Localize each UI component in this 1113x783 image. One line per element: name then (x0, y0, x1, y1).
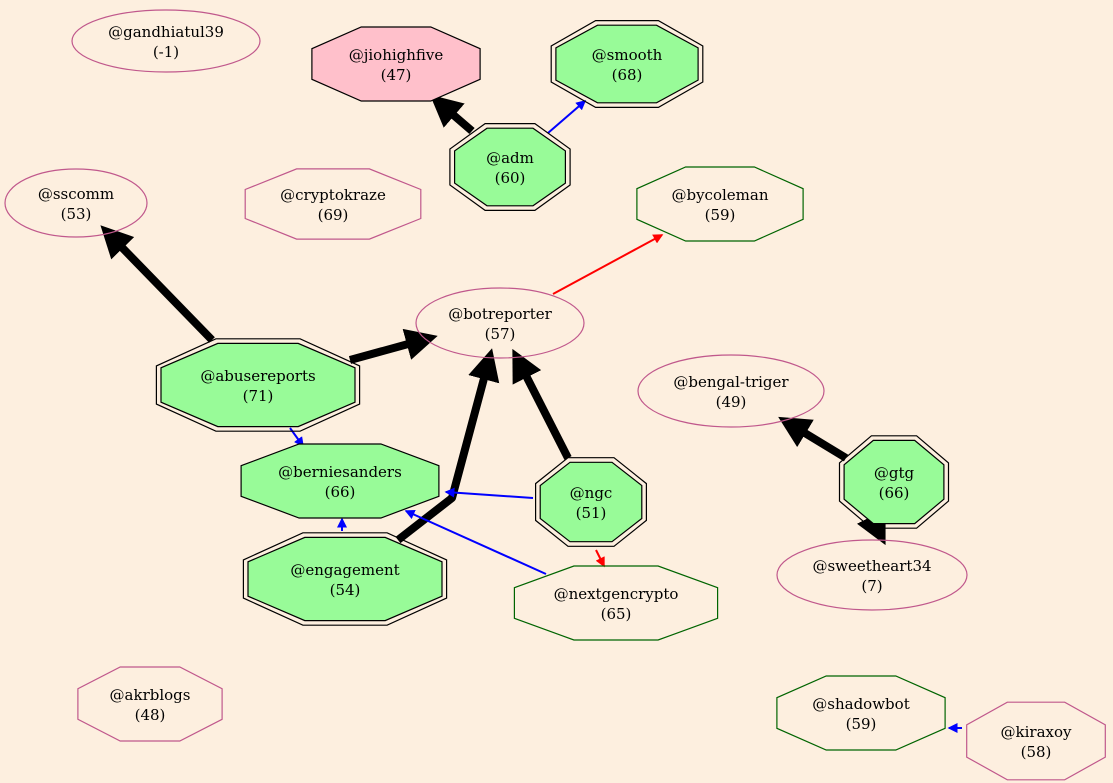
edge-botreporter-to-bycoleman (552, 234, 664, 295)
node-shape (454, 127, 567, 207)
node-sweetheart34[interactable]: @sweetheart34 (7) (776, 539, 968, 611)
node-score: (68) (612, 66, 643, 84)
node-score: (54) (330, 581, 361, 599)
node-score: (59) (846, 715, 877, 733)
edge-abusereports-to-botreporter (348, 328, 438, 364)
node-name: @kiraxoy (1001, 723, 1072, 741)
node-botreporter[interactable]: @botreporter (57) (415, 287, 585, 359)
node-outer-border (550, 20, 704, 109)
edge-engagement-to-botreporter (395, 348, 500, 544)
node-bycoleman[interactable]: @bycoleman (59) (636, 166, 804, 242)
node-abusereports[interactable]: @abusereports (71) (155, 338, 361, 432)
node-shape (636, 166, 804, 242)
node-name: @engagement (290, 561, 399, 579)
node-score: (-1) (153, 43, 179, 61)
node-nextgencrypto[interactable]: @nextgencrypto (65) (513, 565, 719, 641)
node-score: (49) (716, 393, 747, 411)
node-outer-border (242, 532, 448, 626)
node-cryptokraze[interactable]: @cryptokraze (69) (244, 168, 422, 240)
node-kiraxoy[interactable]: @kiraxoy (58) (966, 701, 1106, 781)
node-name: @sweetheart34 (812, 557, 931, 575)
node-name: @berniesanders (278, 463, 402, 481)
node-akrblogs[interactable]: @akrblogs (48) (77, 666, 223, 742)
node-name: @adm (486, 149, 534, 167)
edge-adm-to-jiohighfive (429, 94, 475, 135)
node-name: @smooth (592, 46, 663, 64)
node-shape (77, 666, 223, 742)
node-score: (69) (318, 206, 349, 224)
node-name: @jiohighfive (349, 46, 444, 64)
edge-ngc-to-botreporter (512, 348, 572, 460)
edge-abusereports-to-sscomm (100, 225, 215, 343)
node-score: (59) (705, 206, 736, 224)
node-shape (160, 342, 356, 428)
node-shape (555, 24, 699, 104)
node-score: (53) (61, 205, 92, 223)
node-score: (47) (381, 66, 412, 84)
node-sscomm[interactable]: @sscomm (53) (4, 168, 148, 238)
node-score: (51) (576, 504, 607, 522)
node-smooth[interactable]: @smooth (68) (550, 20, 704, 109)
node-name: @cryptokraze (280, 186, 386, 204)
node-outer-border (838, 435, 950, 529)
node-shape (240, 443, 440, 519)
node-name: @sscomm (38, 185, 114, 203)
node-name: @botreporter (448, 305, 552, 323)
node-shape (71, 9, 261, 73)
node-outer-border (155, 338, 361, 432)
node-gtg[interactable]: @gtg (66) (838, 435, 950, 529)
edge-ngc-to-nextgencrypto (595, 549, 605, 568)
node-score: (7) (861, 577, 882, 595)
node-shape (513, 565, 719, 641)
node-name: @bengal-triger (673, 373, 789, 391)
node-score: (65) (601, 605, 632, 623)
node-outer-border (449, 122, 571, 211)
node-shape (415, 287, 585, 359)
node-name: @bycoleman (671, 186, 768, 204)
node-berniesanders[interactable]: @berniesanders (66) (240, 443, 440, 519)
node-name: @shadowbot (812, 695, 909, 713)
node-score: (71) (243, 387, 274, 405)
node-name: @gandhiatul39 (108, 23, 224, 41)
node-score: (66) (879, 484, 910, 502)
node-name: @nextgencrypto (554, 585, 679, 603)
node-shadowbot[interactable]: @shadowbot (59) (776, 675, 946, 751)
nodes-layer: @gandhiatul39 (-1) @jiohighfive (47) @smooth… (4, 9, 1106, 781)
node-score: (66) (325, 483, 356, 501)
node-bengal-triger[interactable]: @bengal-triger (49) (637, 354, 825, 428)
node-gandhiatul39[interactable]: @gandhiatul39 (-1) (71, 9, 261, 73)
edge-ngc-to-berniesanders (444, 487, 534, 499)
node-shape (539, 461, 643, 543)
node-name: @ngc (570, 484, 613, 502)
edge-gtg-to-bengal-triger (778, 416, 849, 462)
node-engagement[interactable]: @engagement (54) (242, 532, 448, 626)
node-score: (48) (135, 706, 166, 724)
node-name: @abusereports (200, 367, 315, 385)
node-shape (637, 354, 825, 428)
node-shape (247, 536, 443, 622)
node-adm[interactable]: @adm (60) (449, 122, 571, 211)
node-jiohighfive[interactable]: @jiohighfive (47) (311, 26, 481, 102)
edge-nextgencrypto-to-berniesanders (404, 509, 547, 575)
edge-adm-to-smooth (547, 100, 587, 134)
node-score: (57) (485, 325, 516, 343)
node-score: (60) (495, 169, 526, 187)
node-shape (311, 26, 481, 102)
node-outer-border (534, 457, 648, 547)
node-name: @akrblogs (110, 686, 191, 704)
node-shape (843, 439, 945, 525)
node-ngc[interactable]: @ngc (51) (534, 457, 648, 547)
node-shape (776, 539, 968, 611)
node-shape (776, 675, 946, 751)
node-name: @gtg (874, 464, 915, 482)
node-shape (966, 701, 1106, 781)
node-score: (58) (1021, 743, 1052, 761)
node-shape (4, 168, 148, 238)
node-shape (244, 168, 422, 240)
